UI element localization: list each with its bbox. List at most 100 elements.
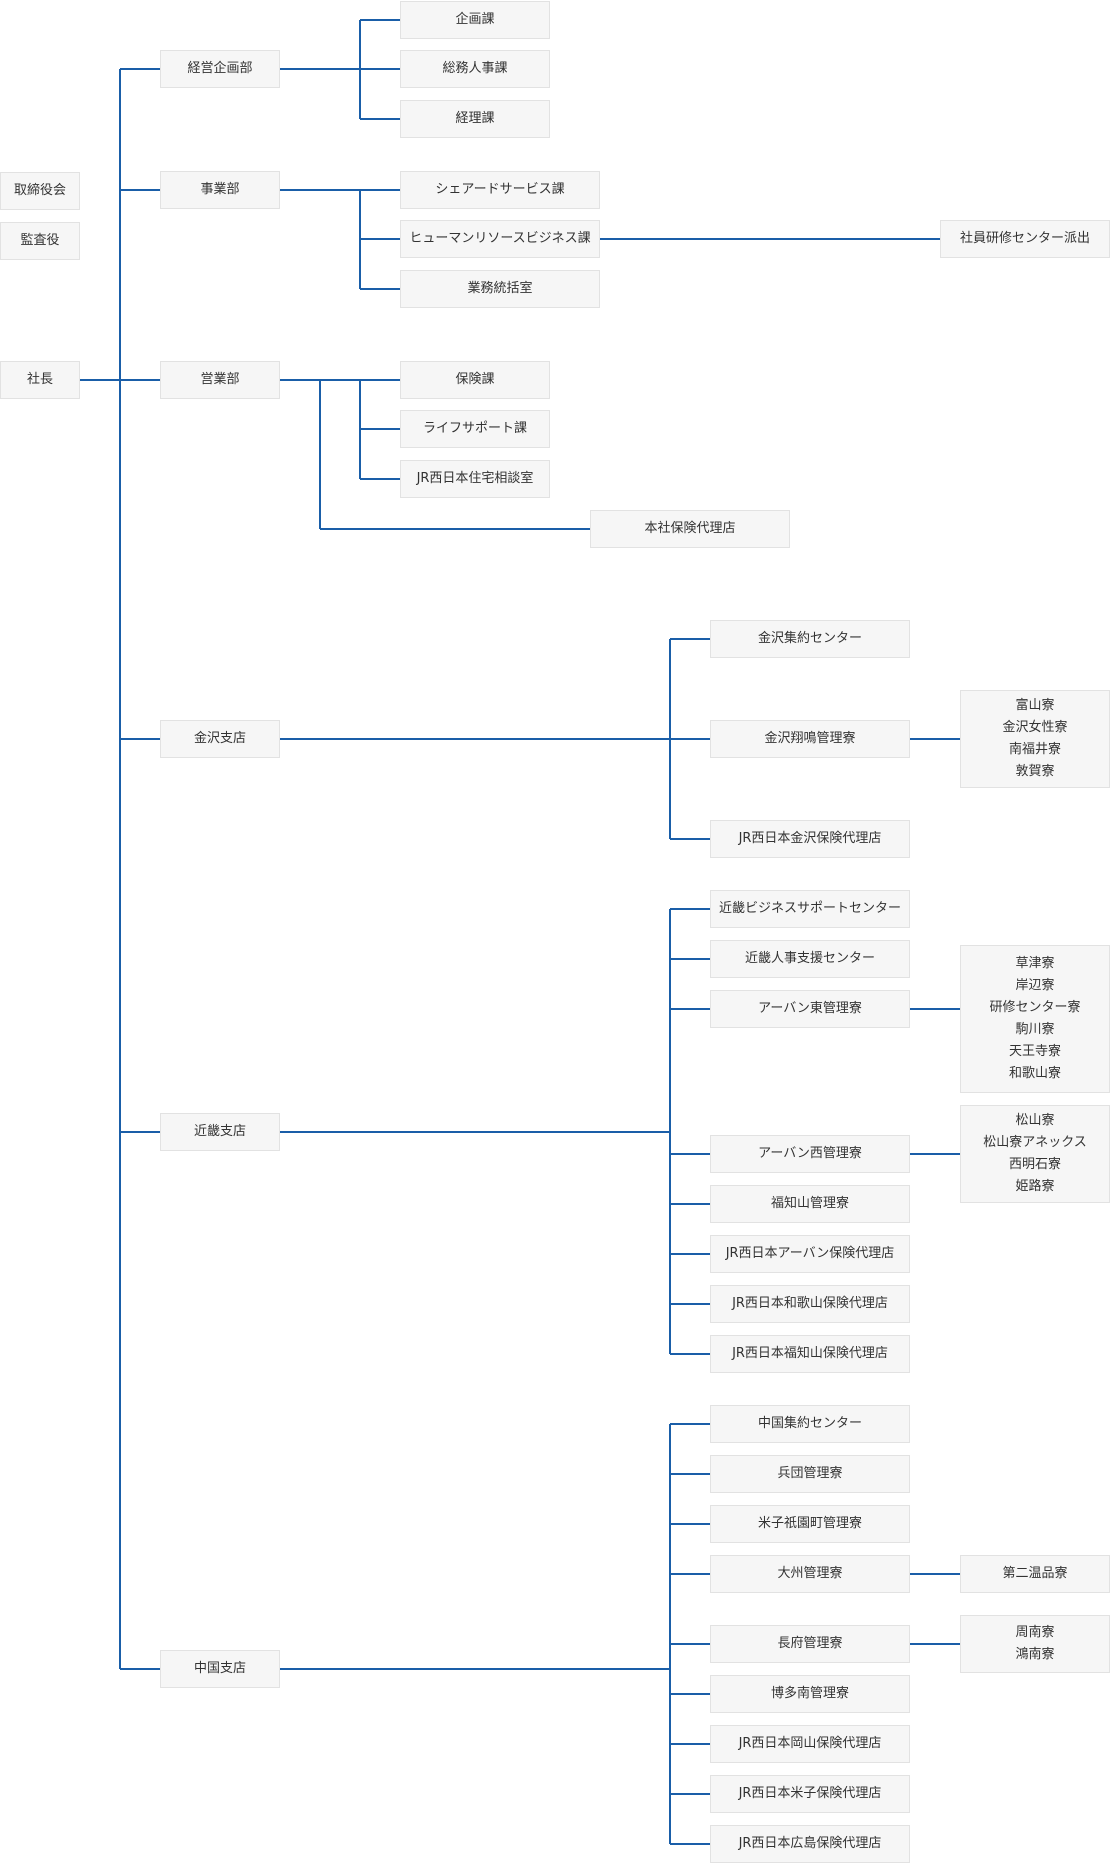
node-label: JR西日本金沢保険代理店 xyxy=(738,831,882,846)
node-label: 監査役 xyxy=(20,233,60,248)
node-label: 米子祇園町管理寮 xyxy=(757,1516,862,1531)
node-cg-chofu: 長府管理寮 xyxy=(710,1625,910,1663)
node-jutaku: JR西日本住宅相談室 xyxy=(400,460,550,498)
node-label: 金沢翔鳴管理寮 xyxy=(764,731,856,746)
node-cg-hyodan: 兵団管理寮 xyxy=(710,1455,910,1493)
node-label: アーバン西管理寮 xyxy=(758,1146,862,1161)
node-kikaku: 企画課 xyxy=(400,1,550,39)
node-kz-shomei: 金沢翔鳴管理寮 xyxy=(710,720,910,758)
node-label: JR西日本和歌山保険代理店 xyxy=(732,1296,888,1311)
node-cg-chofu-dorms: 周南寮鴻南寮 xyxy=(960,1615,1110,1673)
node-label: 第二温品寮 xyxy=(1002,1566,1068,1581)
node-label: 岸辺寮 xyxy=(1015,978,1055,993)
node-label: 松山寮アネックス xyxy=(983,1135,1087,1150)
node-label: 金沢集約センター xyxy=(757,631,862,646)
node-label: 南福井寮 xyxy=(1008,742,1061,757)
node-label: 研修センター寮 xyxy=(989,1000,1081,1015)
node-kinki: 近畿支店 xyxy=(160,1113,280,1151)
node-cg-oshu: 大州管理寮 xyxy=(710,1555,910,1593)
node-label: JR西日本アーバン保険代理店 xyxy=(725,1246,895,1261)
node-cg-oshu-dorm: 第二温品寮 xyxy=(960,1555,1110,1593)
node-keiei: 経営企画部 xyxy=(160,50,280,88)
node-label: 草津寮 xyxy=(1015,956,1055,971)
node-hoken: 保険課 xyxy=(400,361,550,399)
node-label: 事業部 xyxy=(200,182,240,197)
node-kk-east-dorms: 草津寮岸辺寮研修センター寮駒川寮天王寺寮和歌山寮 xyxy=(960,945,1110,1093)
node-label: JR西日本広島保険代理店 xyxy=(738,1836,882,1851)
node-kz-agency: JR西日本金沢保険代理店 xyxy=(710,820,910,858)
node-jigyo: 事業部 xyxy=(160,171,280,209)
node-label: 和歌山寮 xyxy=(1008,1066,1061,1081)
node-kanazawa: 金沢支店 xyxy=(160,720,280,758)
node-label: 中国支店 xyxy=(193,1661,246,1676)
node-lifesupport: ライフサポート課 xyxy=(400,410,550,448)
node-kk-west-dorms: 松山寮松山寮アネックス西明石寮姫路寮 xyxy=(960,1105,1110,1203)
node-kk-ag-urban: JR西日本アーバン保険代理店 xyxy=(710,1235,910,1273)
node-label: ライフサポート課 xyxy=(422,421,527,436)
node-somu: 総務人事課 xyxy=(400,50,550,88)
node-label: 博多南管理寮 xyxy=(770,1686,849,1701)
node-chugoku: 中国支店 xyxy=(160,1650,280,1688)
node-label: 西明石寮 xyxy=(1008,1157,1061,1172)
node-label: 取締役会 xyxy=(13,183,66,198)
node-label: 駒川寮 xyxy=(1015,1022,1055,1037)
node-label: 金沢女性寮 xyxy=(1002,720,1068,735)
node-label: 中国集約センター xyxy=(757,1416,862,1431)
node-cg-ag-yonago: JR西日本米子保険代理店 xyxy=(710,1775,910,1813)
node-hr-business: ヒューマンリソースビジネス課 xyxy=(400,220,600,258)
node-label: 経営企画部 xyxy=(187,61,253,76)
node-eigyo: 営業部 xyxy=(160,361,280,399)
node-cg-hakata: 博多南管理寮 xyxy=(710,1675,910,1713)
node-kk-bsc: 近畿ビジネスサポートセンター xyxy=(710,890,910,928)
node-training: 社員研修センター派出 xyxy=(940,220,1110,258)
node-label: 天王寺寮 xyxy=(1008,1044,1061,1059)
node-label: 姫路寮 xyxy=(1015,1179,1055,1194)
node-shared: シェアードサービス課 xyxy=(400,171,600,209)
node-kz-dorms: 富山寮金沢女性寮南福井寮敦賀寮 xyxy=(960,690,1110,788)
node-label: 総務人事課 xyxy=(442,61,508,76)
node-label: 富山寮 xyxy=(1015,698,1055,713)
node-label: 企画課 xyxy=(455,12,495,27)
node-label: 社長 xyxy=(26,372,53,387)
node-president: 社長 xyxy=(0,361,80,399)
node-label: 兵団管理寮 xyxy=(777,1466,843,1481)
node-honsha-agency: 本社保険代理店 xyxy=(590,510,790,548)
node-kk-ag-fukuchiyama: JR西日本福知山保険代理店 xyxy=(710,1335,910,1373)
node-label: 金沢支店 xyxy=(193,731,246,746)
node-label: 近畿人事支援センター xyxy=(744,951,875,966)
node-gyomu: 業務統括室 xyxy=(400,270,600,308)
node-label: 敦賀寮 xyxy=(1015,764,1055,779)
node-label: 周南寮 xyxy=(1015,1625,1055,1640)
node-label: 長府管理寮 xyxy=(777,1636,843,1651)
node-label: シェアードサービス課 xyxy=(435,182,565,197)
node-cg-center: 中国集約センター xyxy=(710,1405,910,1443)
node-label: 近畿支店 xyxy=(193,1124,246,1139)
node-label: JR西日本福知山保険代理店 xyxy=(732,1346,888,1361)
node-cg-ag-okayama: JR西日本岡山保険代理店 xyxy=(710,1725,910,1763)
node-label: 社員研修センター派出 xyxy=(959,231,1090,246)
node-label: アーバン東管理寮 xyxy=(758,1001,862,1016)
node-label: 鴻南寮 xyxy=(1015,1647,1055,1662)
node-label: 本社保険代理店 xyxy=(644,521,736,536)
node-keiri: 経理課 xyxy=(400,100,550,138)
node-kz-center: 金沢集約センター xyxy=(710,620,910,658)
node-cg-ag-hiroshima: JR西日本広島保険代理店 xyxy=(710,1825,910,1863)
node-label: JR西日本米子保険代理店 xyxy=(738,1786,882,1801)
node-label: 松山寮 xyxy=(1015,1113,1055,1128)
node-label: 業務統括室 xyxy=(467,281,533,296)
node-cg-yonago: 米子祇園町管理寮 xyxy=(710,1505,910,1543)
node-kk-east: アーバン東管理寮 xyxy=(710,990,910,1028)
node-kk-hr: 近畿人事支援センター xyxy=(710,940,910,978)
node-kk-west: アーバン西管理寮 xyxy=(710,1135,910,1173)
node-label: JR西日本住宅相談室 xyxy=(416,471,534,486)
node-label: JR西日本岡山保険代理店 xyxy=(738,1736,882,1751)
node-audit: 監査役 xyxy=(0,222,80,260)
node-label: 福知山管理寮 xyxy=(770,1196,849,1211)
node-label: 保険課 xyxy=(455,372,495,387)
node-label: 経理課 xyxy=(455,111,495,126)
node-label: 営業部 xyxy=(200,372,240,387)
node-kk-ag-wakayama: JR西日本和歌山保険代理店 xyxy=(710,1285,910,1323)
node-label: 近畿ビジネスサポートセンター xyxy=(718,901,901,916)
